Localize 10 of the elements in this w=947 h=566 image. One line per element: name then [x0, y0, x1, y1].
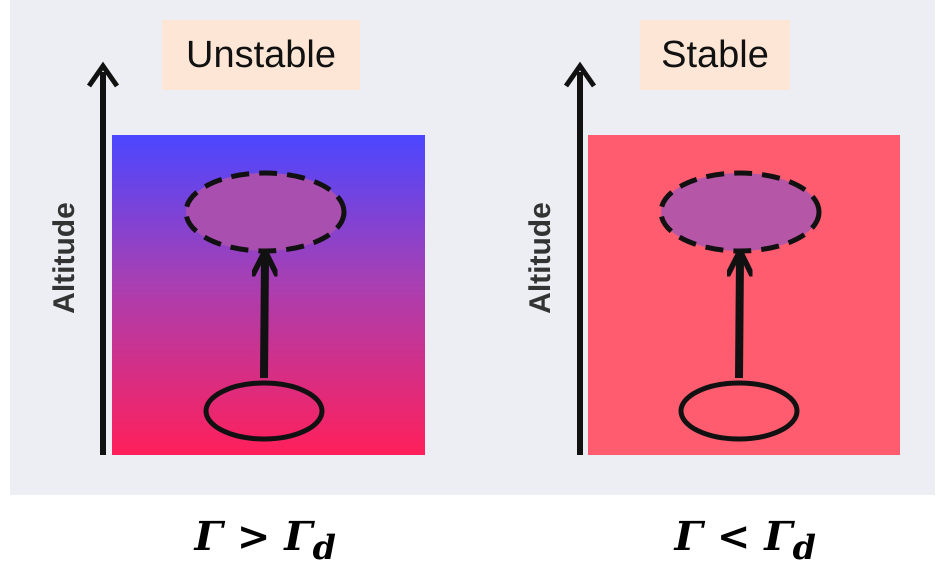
dashed-air-parcel	[658, 170, 822, 254]
air-parcel	[678, 380, 800, 442]
air-parcel	[203, 380, 325, 442]
dashed-air-parcel	[183, 170, 347, 254]
formula: Γ > Γ$_{d}$	[194, 513, 336, 566]
title-label: Unstable	[162, 20, 360, 90]
axis-label: Altitude	[524, 202, 558, 314]
axis-label: Altitude	[48, 202, 82, 314]
title-label: Stable	[640, 20, 790, 90]
formula: Γ < Γ$_{d}$	[674, 513, 816, 566]
